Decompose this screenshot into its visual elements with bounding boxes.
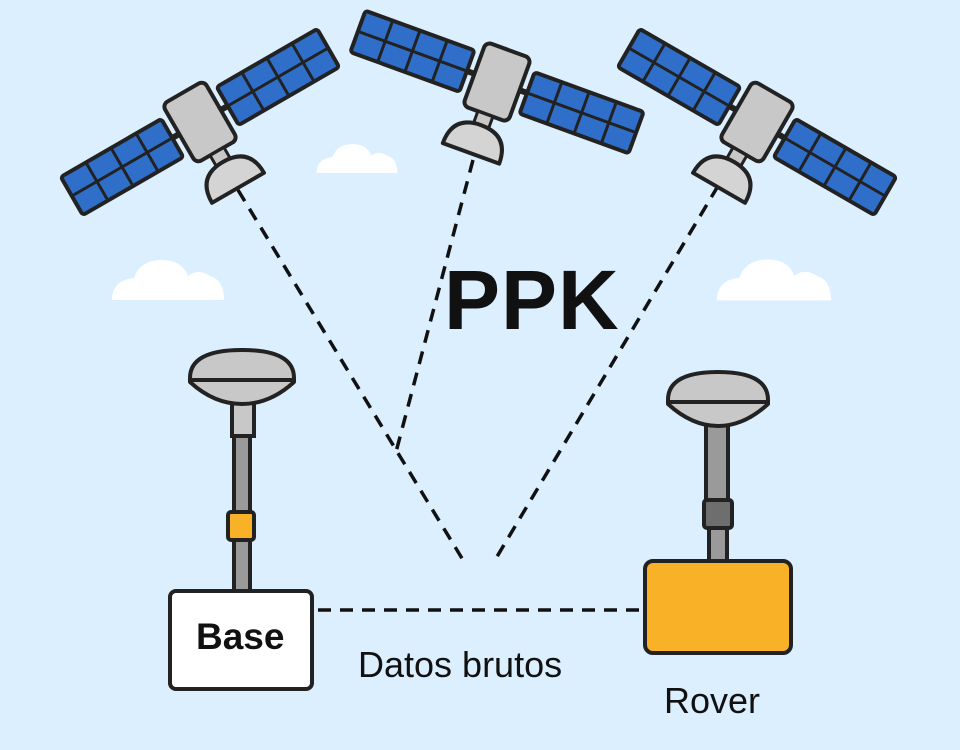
- rover-label: Rover: [664, 680, 761, 721]
- base-station: [168, 348, 314, 691]
- satellite-icon: [55, 19, 366, 262]
- signal-line-right-sat: [493, 185, 720, 561]
- signal-line-left-sat: [236, 189, 465, 561]
- base-box: [168, 589, 314, 691]
- rover-clamp: [702, 498, 734, 530]
- rover-box: [643, 559, 793, 655]
- rover-pole: [707, 526, 729, 564]
- cloud-icon: [716, 259, 832, 301]
- signal-line-center-sat: [394, 159, 475, 453]
- rover-station: [643, 370, 793, 655]
- base-label: Base: [196, 616, 285, 657]
- satellite-icon: [332, 0, 648, 204]
- signal-lines: [236, 159, 720, 561]
- cloud-icon: [316, 144, 398, 173]
- cloud-icon: [112, 260, 224, 300]
- satellite-icon: [591, 19, 902, 262]
- gnss-antenna-icon: [666, 370, 770, 504]
- page-title: PPK: [444, 253, 620, 347]
- data-link-label: Datos brutos: [358, 644, 563, 685]
- base-clamp: [226, 510, 256, 542]
- gnss-antenna-icon: [188, 348, 296, 438]
